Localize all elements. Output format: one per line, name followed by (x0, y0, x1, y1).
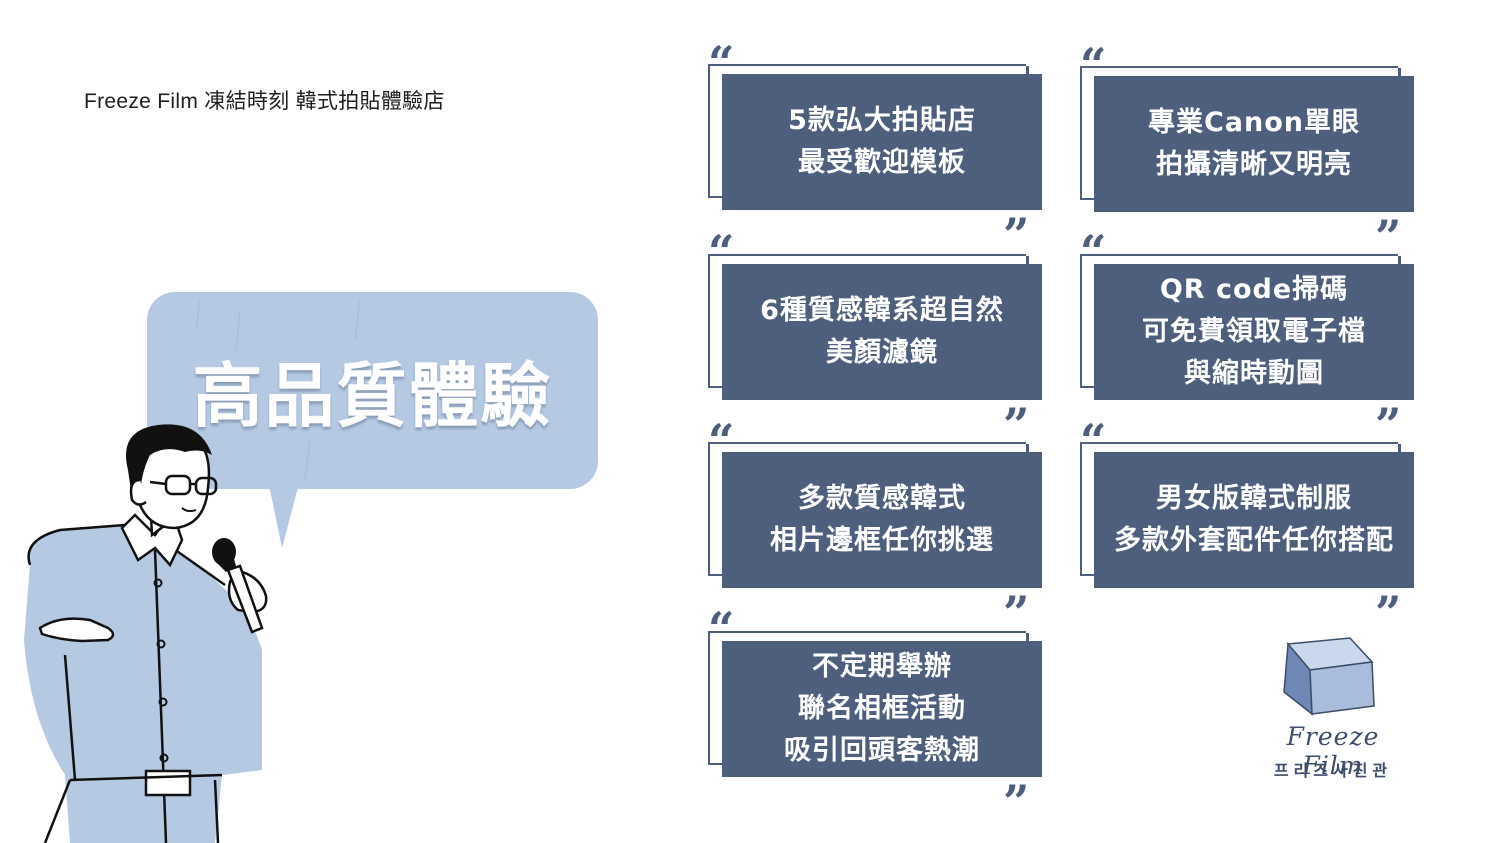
close-quote-icon: ” (1375, 586, 1402, 640)
open-quote-icon: “ (708, 225, 735, 279)
speech-bubble (147, 292, 598, 489)
card-line: 吸引回頭客熱潮 (784, 735, 980, 766)
speech-bubble-tail (195, 299, 361, 548)
card-line: QR code掃碼 (1159, 274, 1349, 305)
card-line: 可免費領取電子檔 (1142, 316, 1366, 347)
open-quote-icon: “ (1080, 38, 1107, 92)
card-line: 不定期舉辦 (812, 651, 952, 682)
feature-card-1: 5款弘大拍貼店 最受歡迎模板 (708, 64, 1043, 219)
feature-card-7: 不定期舉辦 聯名相框活動 吸引回頭客熱潮 (708, 631, 1043, 786)
card-line: 相片邊框任你挑選 (770, 525, 994, 556)
feature-card-5: 多款質感韓式 相片邊框任你挑選 (708, 442, 1043, 597)
close-quote-icon: ” (1003, 208, 1030, 262)
open-quote-icon: “ (708, 602, 735, 656)
card-line: 男女版韓式制服 (1156, 483, 1352, 514)
close-quote-icon: ” (1003, 586, 1030, 640)
open-quote-icon: “ (1080, 225, 1107, 279)
card-line: 聯名相框活動 (798, 693, 966, 724)
logo-wordmark: Freeze Film (1286, 722, 1380, 780)
logo-subtitle: 프리즈사진관 (1273, 761, 1393, 780)
feature-card-4: QR code掃碼 可免費領取電子檔 與縮時動圖 (1080, 254, 1415, 409)
card-line: 與縮時動圖 (1184, 358, 1324, 389)
card-line: 5款弘大拍貼店 (788, 105, 976, 136)
card-line: 最受歡迎模板 (798, 147, 966, 178)
open-quote-icon: “ (708, 36, 735, 90)
card-line: 美顏濾鏡 (826, 337, 938, 368)
feature-card-6: 男女版韓式制服 多款外套配件任你搭配 (1080, 442, 1415, 597)
bubble-headline: 高品質體驗 (192, 355, 553, 437)
close-quote-icon: ” (1003, 398, 1030, 452)
close-quote-icon: ” (1375, 210, 1402, 264)
card-line: 多款質感韓式 (798, 483, 966, 514)
freeze-film-logo-cube-icon (1283, 637, 1375, 716)
card-line: 專業Canon單眼 (1147, 107, 1361, 138)
presenter-illustration (24, 424, 268, 843)
card-line: 6種質感韓系超自然 (760, 295, 1004, 326)
close-quote-icon: ” (1375, 398, 1402, 452)
close-quote-icon: ” (1003, 775, 1030, 829)
feature-card-2: 專業Canon單眼 拍攝清晰又明亮 (1080, 66, 1415, 221)
card-line: 多款外套配件任你搭配 (1114, 525, 1394, 556)
header-title: Freeze Film 凍結時刻 韓式拍貼體驗店 (84, 90, 445, 113)
feature-card-3: 6種質感韓系超自然 美顏濾鏡 (708, 254, 1043, 409)
open-quote-icon: “ (1080, 414, 1107, 468)
card-line: 拍攝清晰又明亮 (1156, 149, 1352, 180)
open-quote-icon: “ (708, 414, 735, 468)
